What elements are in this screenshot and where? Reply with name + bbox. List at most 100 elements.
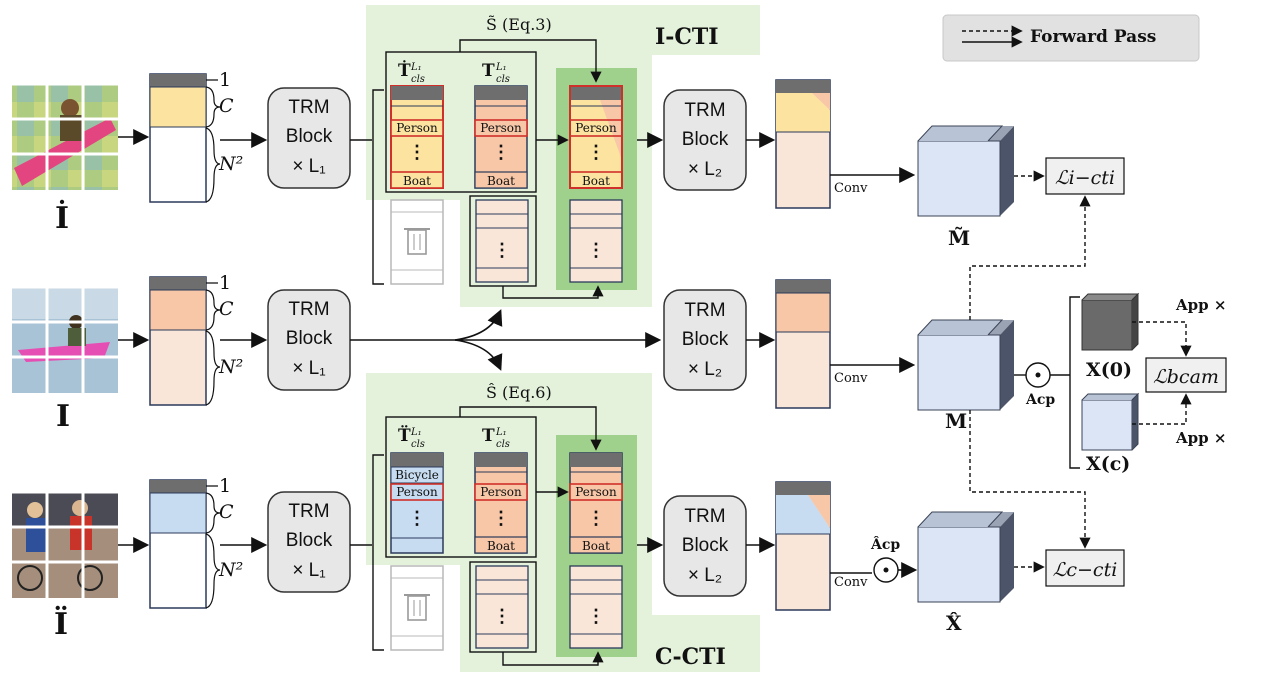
svg-text:⋮: ⋮ <box>587 606 605 627</box>
c-cti-patch-column-left: ⋮ <box>469 561 537 653</box>
legend: Forward Pass <box>942 14 1200 62</box>
svg-text:Person: Person <box>575 121 617 135</box>
c-cti-token-column-fused: Person ⋮ Boat <box>569 452 623 554</box>
token-stack-middle <box>149 276 207 406</box>
svg-text:× L₁: × L₁ <box>292 156 325 177</box>
svg-text:X(0): X(0) <box>1086 359 1132 381</box>
svg-text:× L₂: × L₂ <box>688 565 722 586</box>
svg-text:⋮: ⋮ <box>492 142 510 163</box>
loss-i-cti: ℒi−cti <box>1055 167 1115 189</box>
svg-text:L₁: L₁ <box>495 427 507 438</box>
loss-i-cti-box <box>1045 157 1125 195</box>
trm-block-l1-top: TRM Block × L₁ <box>267 87 351 189</box>
svg-text:× L₁: × L₁ <box>292 358 325 379</box>
svg-text:cls: cls <box>411 74 425 85</box>
svg-text:App ×: App × <box>1175 296 1226 314</box>
svg-text:Person: Person <box>396 485 438 499</box>
output-token-stack-middle <box>775 279 831 409</box>
c-cti-cls-group <box>385 416 537 558</box>
dim-c-middle: C <box>219 298 234 320</box>
svg-text:Block: Block <box>682 535 729 556</box>
svg-text:App ×: App × <box>1175 429 1226 447</box>
token-stack-top <box>149 73 207 203</box>
dim-one-top: 1 <box>219 69 231 91</box>
trm-block-l1-bottom: TRM Block × L₁ <box>267 491 351 593</box>
svg-text:L₁: L₁ <box>410 427 422 438</box>
svg-text:Person: Person <box>575 485 617 499</box>
image-middle <box>12 285 118 393</box>
cube-x-hat <box>917 511 1014 603</box>
svg-text:Block: Block <box>682 129 729 150</box>
c-cti-title: C-CTI <box>655 644 726 670</box>
dim-n2-top: N² <box>218 153 243 175</box>
dim-c-bottom: C <box>219 501 234 523</box>
svg-text:Block: Block <box>286 530 333 551</box>
svg-text:⋮: ⋮ <box>587 508 605 529</box>
svg-text:Block: Block <box>682 329 729 350</box>
svg-text:⋮: ⋮ <box>493 606 511 627</box>
image-top-label: İ <box>55 199 69 236</box>
svg-text:X̂: X̂ <box>946 611 962 635</box>
image-bottom-label: Ï <box>54 605 68 642</box>
svg-text:Acp: Acp <box>1025 392 1055 408</box>
svg-text:cls: cls <box>496 74 510 85</box>
i-cti-token-column-yellow: Person ⋮ Boat <box>390 85 444 189</box>
svg-text:X(c): X(c) <box>1086 453 1130 475</box>
svg-text:T: T <box>482 426 495 446</box>
legend-label: Forward Pass <box>1030 27 1156 47</box>
cube-x0 <box>1081 292 1140 351</box>
svg-text:× L₂: × L₂ <box>688 359 722 380</box>
svg-text:TRM: TRM <box>684 506 725 527</box>
i-cti-patch-column-left: ⋮ <box>469 195 537 287</box>
svg-text:M̃: M̃ <box>948 226 970 250</box>
loss-c-cti: ℒc−cti <box>1053 559 1118 581</box>
legend-box <box>942 14 1200 62</box>
image-middle-label: I <box>56 399 70 434</box>
trm-block-l1-middle: TRM Block × L₁ <box>267 289 351 391</box>
dim-one-bottom: 1 <box>219 475 231 497</box>
image-bottom <box>12 490 118 598</box>
svg-text:Person: Person <box>396 121 438 135</box>
i-cti-token-column-peach: Person ⋮ Boat <box>474 85 528 189</box>
trash-icon <box>390 199 444 285</box>
svg-text:Boat: Boat <box>487 174 515 188</box>
svg-text:Bicycle: Bicycle <box>395 468 439 482</box>
svg-text:Conv: Conv <box>834 181 868 196</box>
i-cti-token-column-fused: Person ⋮ Boat <box>569 85 623 189</box>
svg-text:Boat: Boat <box>582 174 610 188</box>
output-token-stack-bottom <box>775 481 831 611</box>
i-cti-cls-group <box>385 51 537 193</box>
svg-text:⋮: ⋮ <box>493 240 511 261</box>
trm-block-l2-top: TRM Block × L₂ <box>663 89 747 191</box>
svg-text:Person: Person <box>480 485 522 499</box>
svg-text:Âcp: Âcp <box>870 535 900 553</box>
i-cti-patch-column-right: ⋮ <box>569 199 623 283</box>
c-cti-token-column-blue: Bicycle Person ⋮ <box>390 452 444 554</box>
svg-text:L₁: L₁ <box>495 62 507 73</box>
loss-bcam-box <box>1145 357 1227 393</box>
cube-m-tilde <box>917 125 1014 217</box>
svg-text:TRM: TRM <box>288 501 329 522</box>
svg-text:T̈: T̈ <box>398 426 411 446</box>
svg-text:Boat: Boat <box>582 539 610 553</box>
svg-text:Boat: Boat <box>487 539 515 553</box>
c-cti-patch-column-right: ⋮ <box>569 565 623 649</box>
svg-text:TRM: TRM <box>288 299 329 320</box>
loss-c-cti-box <box>1045 549 1125 587</box>
trash-icon <box>390 565 444 651</box>
svg-text:⋮: ⋮ <box>587 240 605 261</box>
svg-text:M: M <box>945 409 967 433</box>
svg-text:L₁: L₁ <box>410 62 422 73</box>
dim-n2-bottom: N² <box>218 559 243 581</box>
i-cti-title: I-CTI <box>655 24 719 50</box>
svg-text:Conv: Conv <box>834 371 868 386</box>
cube-m <box>917 319 1014 411</box>
dim-c-top: C <box>219 95 234 117</box>
svg-text:cls: cls <box>496 439 510 450</box>
svg-text:TRM: TRM <box>684 100 725 121</box>
svg-text:TRM: TRM <box>684 300 725 321</box>
svg-text:T: T <box>482 61 495 81</box>
s-hat-label: Ŝ (Eq.6) <box>486 382 552 402</box>
svg-text:⋮: ⋮ <box>587 142 605 163</box>
